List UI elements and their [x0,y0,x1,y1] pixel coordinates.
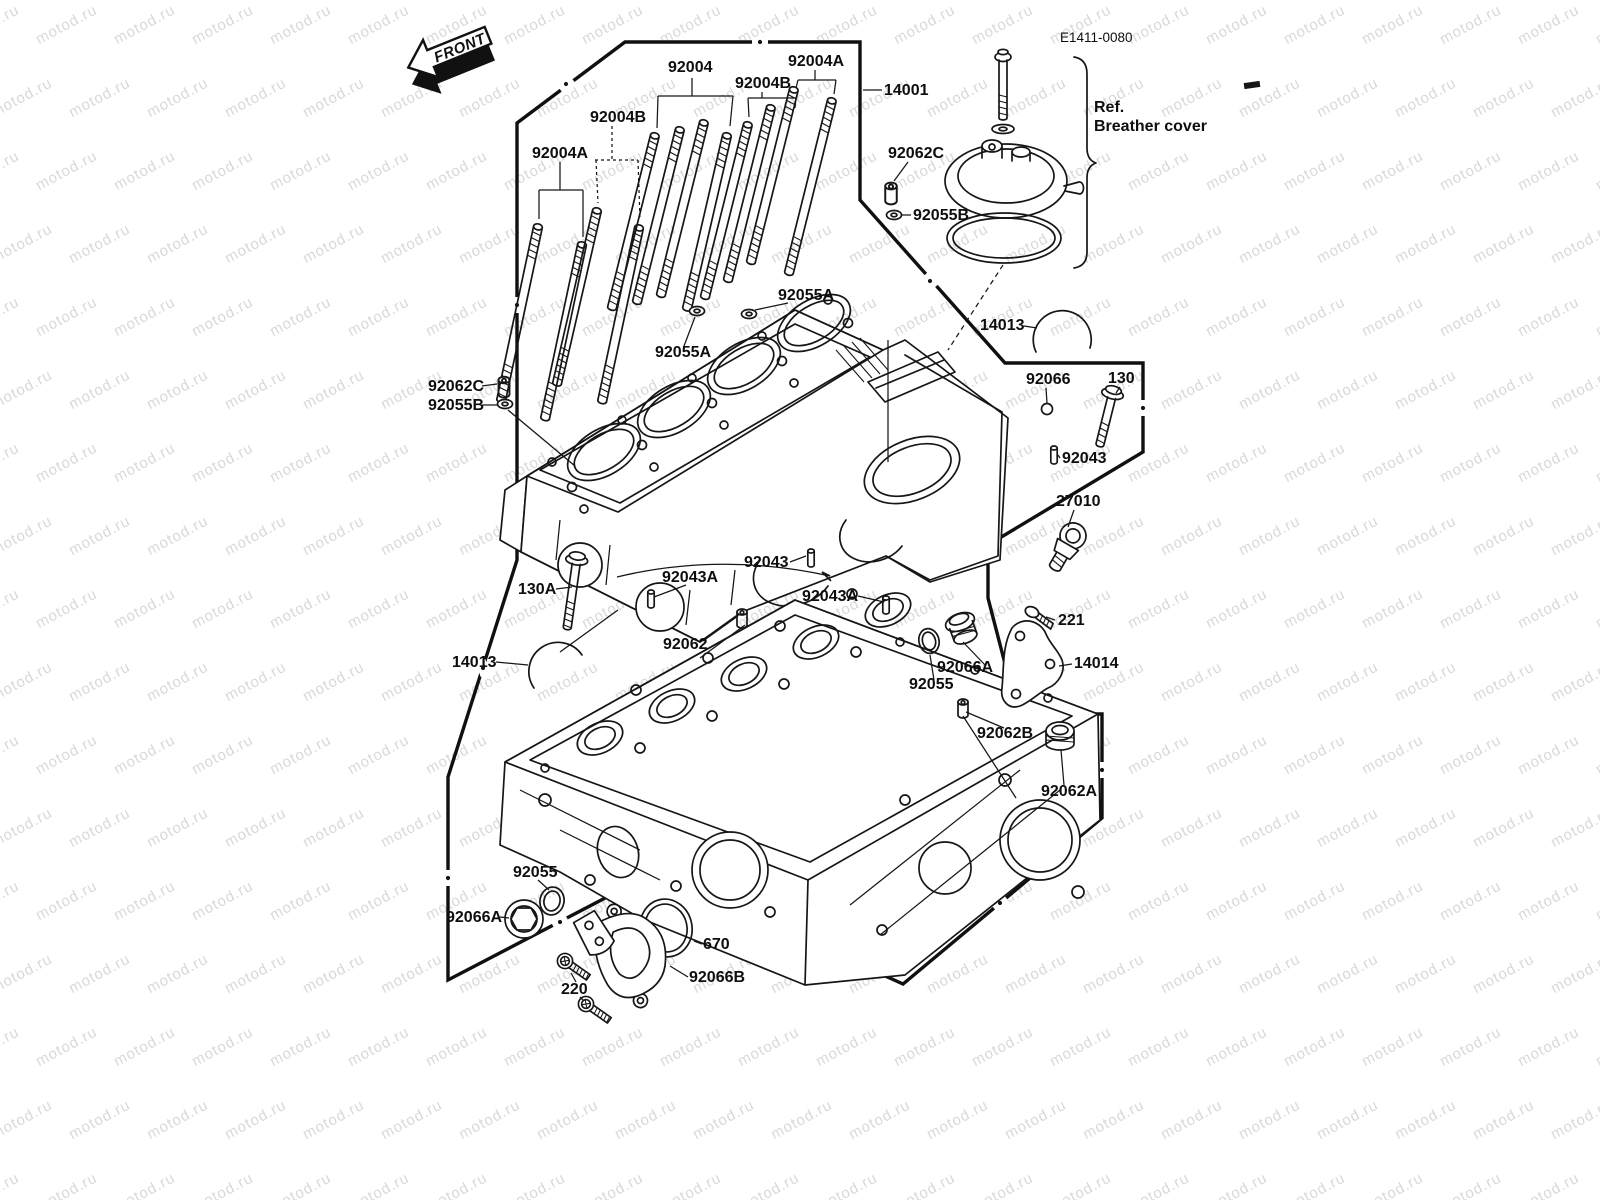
callout-221: 221 [1058,612,1085,629]
plug-92066a-bottom [504,899,544,939]
callout-670: 670 [703,936,730,953]
callout-92043a-left: 92043A [662,569,718,586]
screw-221 [1024,605,1054,630]
washer-92055b-left [496,398,514,410]
plug-92062c-top [884,181,898,206]
callout-14014: 14014 [1074,655,1119,672]
plate-gasket [572,909,615,956]
plug-92066 [1040,402,1054,416]
callout-92055b-top: 92055B [913,207,969,224]
callout-92004b-left: 92004B [590,109,646,126]
callout-92055-center: 92055 [909,676,954,693]
callout-220: 220 [561,981,588,998]
callout-92004: 92004 [668,59,713,76]
small-parts [496,181,1125,1028]
bolt-130a [562,551,589,631]
callout-27010: 27010 [1056,493,1101,510]
leader-lines [481,70,1121,1002]
callout-92062c-left: 92062C [428,378,484,395]
callout-92066a-bottom: 92066A [446,909,502,926]
callout-92062a: 92062A [1041,783,1097,800]
callouts: 92004 92004B 92004A 14001 92004B 92004A … [428,53,1135,998]
callout-92055-bottom: 92055 [513,864,558,881]
callout-92055a-left: 92055A [655,344,711,361]
callout-92004a-top: 92004A [788,53,844,70]
callout-130: 130 [1108,370,1135,387]
ref-breather-cover: Breather cover [1094,118,1207,135]
lower-crankcase-art [499,588,1101,986]
callout-92055a-right: 92055A [778,287,834,304]
callout-92062b: 92062B [977,725,1033,742]
oil-pressure-switch-27010 [1048,522,1087,572]
callout-92055b-left: 92055B [428,397,484,414]
bolt-130 [1095,384,1125,448]
plug-92062a [1045,721,1075,751]
callout-14013-top: 14013 [980,317,1025,334]
bracket-14014 [1000,620,1064,708]
dowel-92043a-right [881,595,891,615]
front-direction-arrow: FRONT [406,25,495,94]
oring-92055-bottom [539,886,565,916]
washer-92055a-1 [688,305,706,317]
breather-cover-art [944,48,1097,351]
callout-14001: 14001 [884,82,929,99]
callout-14013-bottom: 14013 [452,654,497,671]
callout-92043-center: 92043 [744,554,789,571]
callout-92043-right: 92043 [1062,450,1107,467]
callout-92004a-left: 92004A [532,145,588,162]
ref-prefix: Ref. [1094,99,1124,116]
figure-code: E1411-0080 [1060,30,1133,45]
callout-92066b: 92066B [689,969,745,986]
callout-92004b-top: 92004B [735,75,791,92]
plug-92066a-center [944,611,978,645]
page-dash-mark [1243,80,1261,90]
callout-92062c-top: 92062C [888,145,944,162]
callout-92043a-right: 92043A [802,588,858,605]
callout-92066: 92066 [1026,371,1071,388]
washer-92055b-top [885,209,903,221]
callout-92062: 92062 [663,636,708,653]
washer-92055a-2 [740,308,758,320]
dowel-92043-right [1049,445,1059,465]
callout-92066a-center: 92066A [937,659,993,676]
cover-92066b [593,903,667,1009]
callout-130a: 130A [518,581,557,598]
oring-92055-center [917,627,941,655]
plug-92062 [736,608,748,629]
